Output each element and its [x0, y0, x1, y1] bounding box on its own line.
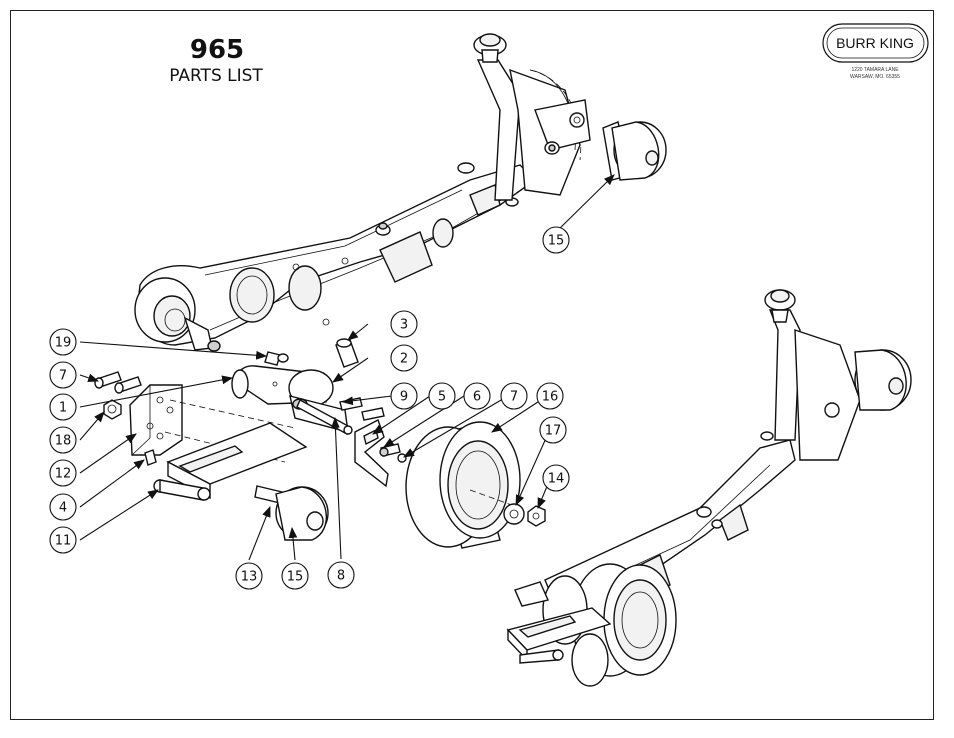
title-number: 965 — [190, 35, 244, 65]
callout-label: 11 — [55, 534, 72, 549]
burr-king-logo: BURR KING 1220 TAMARA LANE WARSAW, MO. 6… — [822, 23, 929, 80]
drawing-frame — [10, 10, 934, 720]
callout-bubble: 6 — [463, 382, 491, 410]
callout-label: 2 — [400, 352, 408, 367]
callout-bubble: 15 — [542, 226, 570, 254]
logo-address-line1: 1220 TAMARA LANE — [851, 67, 899, 73]
callout-label: 18 — [55, 434, 72, 449]
callout-bubble: 19 — [49, 328, 77, 356]
callout-label: 14 — [548, 472, 565, 487]
callout-leaders — [79, 174, 615, 561]
callout-bubble: 13 — [235, 562, 263, 590]
callout-bubble: 4 — [49, 493, 77, 521]
upper-arm-assembly — [134, 33, 667, 352]
callout-label: 3 — [400, 318, 408, 333]
callout-bubble: 14 — [542, 464, 570, 492]
callout-label: 7 — [510, 390, 518, 405]
callout-label: 19 — [55, 336, 72, 351]
callout-label: 15 — [287, 570, 304, 585]
callout-bubble: 15 — [281, 562, 309, 590]
callout-label: 5 — [438, 390, 446, 405]
callout-label: 15 — [548, 234, 565, 249]
callout-bubble: 2 — [390, 344, 418, 372]
callout-bubble: 9 — [390, 382, 418, 410]
logo-name: BURR KING — [836, 35, 914, 51]
callout-bubble: 7 — [500, 382, 528, 410]
callout-label: 17 — [545, 424, 562, 439]
callout-label: 12 — [55, 467, 72, 482]
logo-address-line2: WARSAW, MO. 65355 — [850, 74, 900, 80]
callout-label: 4 — [59, 501, 67, 516]
callout-label: 16 — [542, 390, 559, 405]
title-subtitle: PARTS LIST — [169, 66, 263, 86]
callout-label: 6 — [473, 390, 481, 405]
callout-label: 9 — [400, 390, 408, 405]
callout-bubble: 8 — [327, 561, 355, 589]
callout-label: 8 — [337, 569, 345, 584]
callout-label: 1 — [59, 401, 67, 416]
assembled-unit — [506, 289, 912, 687]
exploded-parts — [94, 338, 546, 549]
callout-bubble: 7 — [49, 361, 77, 389]
callout-bubble: 16 — [536, 382, 564, 410]
callout-label: 7 — [59, 369, 67, 384]
callout-bubble: 12 — [49, 459, 77, 487]
callout-label: 13 — [241, 570, 258, 585]
callout-bubble: 3 — [390, 310, 418, 338]
callout-bubble: 11 — [49, 526, 77, 554]
callout-bubble: 17 — [539, 416, 567, 444]
callout-bubbles: 19 7 1 18 12 4 11 13 15 8 3 2 9 5 6 7 16… — [49, 226, 570, 590]
callout-bubble: 5 — [428, 382, 456, 410]
callout-bubble: 18 — [49, 426, 77, 454]
callout-bubble: 1 — [49, 393, 77, 421]
